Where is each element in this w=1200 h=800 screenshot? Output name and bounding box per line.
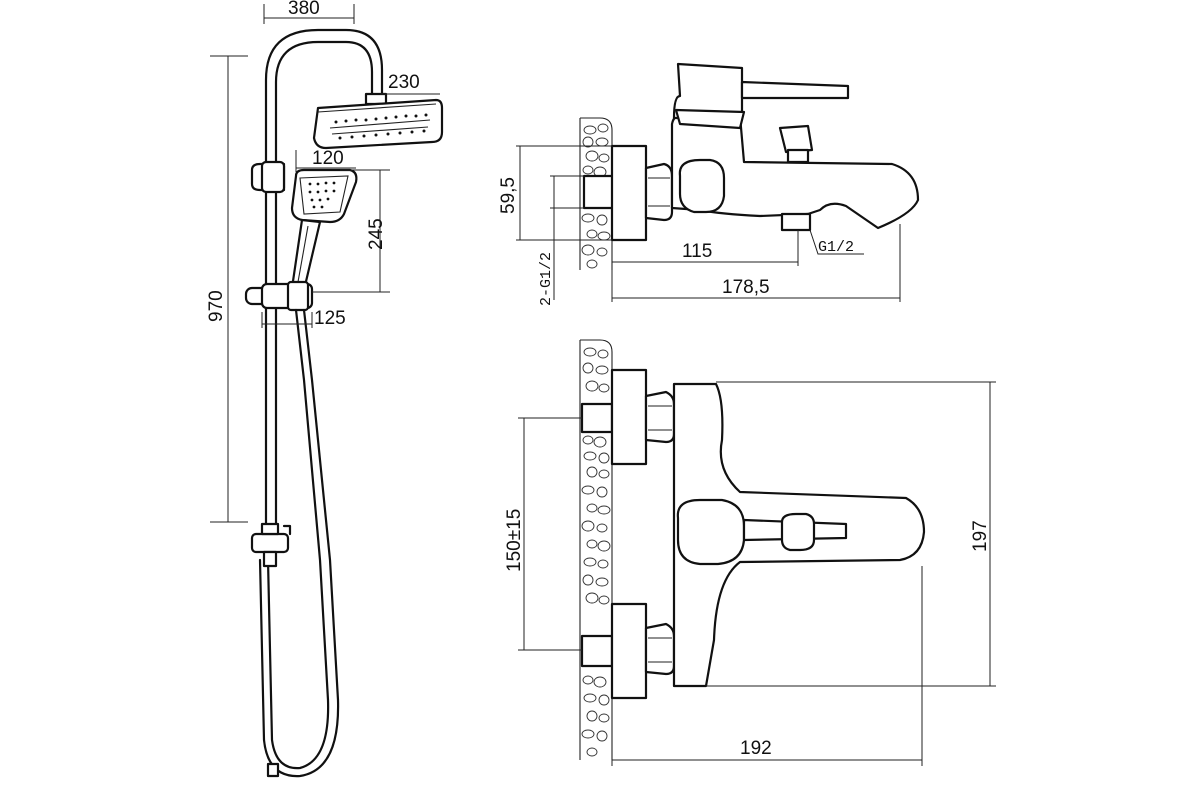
side-nut bbox=[644, 162, 674, 222]
dim-150-15-label: 150±15 bbox=[504, 509, 525, 572]
dim-197-label: 197 bbox=[970, 520, 991, 552]
dim-59-5-label: 59,5 bbox=[498, 177, 519, 214]
shower-riser-pipe bbox=[264, 28, 384, 542]
dim-230-label: 230 bbox=[388, 72, 420, 93]
front-nut-upper bbox=[644, 390, 676, 444]
front-inlet-upper bbox=[580, 402, 614, 434]
front-nut-lower bbox=[644, 622, 676, 676]
hose-end-nut bbox=[266, 762, 280, 778]
front-dimensions bbox=[518, 381, 996, 766]
diverter-connector bbox=[250, 522, 292, 568]
wall-section-top bbox=[579, 117, 613, 270]
front-escutcheon-lower bbox=[610, 602, 648, 700]
shower-dimensions bbox=[210, 4, 440, 523]
dim-380-label: 380 bbox=[288, 0, 320, 19]
side-dimensions bbox=[516, 145, 901, 302]
front-escutcheon-upper bbox=[610, 368, 648, 466]
side-diverter-knob bbox=[778, 124, 814, 164]
front-inlet-lower bbox=[580, 634, 614, 668]
dim-2-g1-2-label: 2-G1/2 bbox=[538, 252, 555, 306]
rain-shower-head bbox=[312, 92, 444, 150]
shower-hose-inner bbox=[258, 308, 340, 778]
hand-shower bbox=[290, 168, 358, 292]
side-outlet bbox=[780, 212, 812, 232]
shower-riser-pipe-inner bbox=[274, 40, 374, 542]
mixer-front-view: 150±15 197 192 bbox=[504, 339, 996, 766]
hand-shower-holder bbox=[244, 280, 314, 312]
side-inlet-stub bbox=[582, 174, 616, 210]
wall-section-bottom bbox=[579, 339, 613, 760]
side-escutcheon bbox=[610, 144, 648, 242]
dim-970-label: 970 bbox=[206, 290, 227, 322]
dim-125-label: 125 bbox=[314, 308, 346, 329]
dim-120-label: 120 bbox=[312, 148, 344, 169]
side-lever-handle bbox=[672, 62, 850, 130]
dim-245-label: 245 bbox=[366, 218, 387, 250]
shower-set-drawing: 380 230 120 245 970 125 bbox=[206, 0, 444, 778]
shower-hose bbox=[266, 308, 330, 770]
dim-115-label: 115 bbox=[682, 241, 712, 262]
mixer-side-view: 59,5 2-G1/2 G1/2 115 178,5 bbox=[498, 62, 920, 306]
front-knob bbox=[676, 498, 746, 566]
side-knob bbox=[678, 158, 726, 214]
dim-178-5-label: 178,5 bbox=[722, 277, 770, 298]
dim-g1-2-label: G1/2 bbox=[818, 239, 854, 256]
front-lever-handle bbox=[742, 512, 848, 552]
dim-192-label: 192 bbox=[740, 738, 772, 759]
upper-slider-clamp bbox=[250, 160, 286, 194]
